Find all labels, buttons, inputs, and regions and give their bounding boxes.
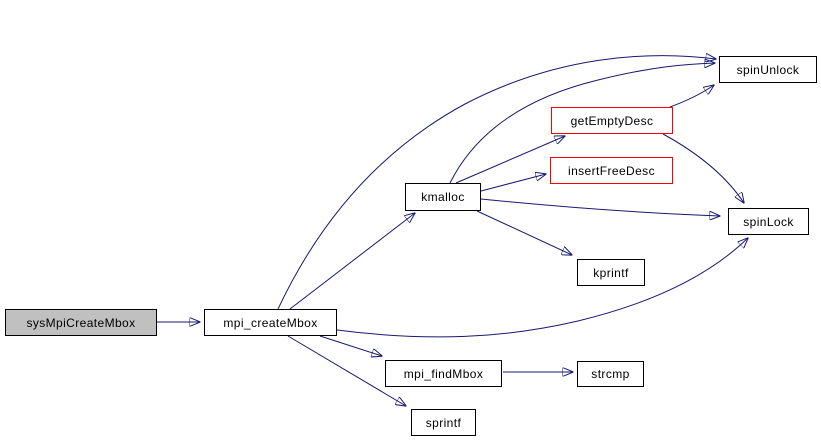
edge-mpi_createMbox-to-spinLock [336,238,748,338]
edge-getEmptyDesc-to-spinLock [662,133,744,203]
node-insertFreeDesc[interactable]: insertFreeDesc [550,157,673,184]
edge-kmalloc-to-kprintf [476,210,572,255]
edge-kmalloc-to-spinLock [480,198,720,216]
node-mpi_findMbox[interactable]: mpi_findMbox [385,360,502,387]
node-spinUnlock[interactable]: spinUnlock [719,56,817,83]
node-sysMpiCreateMbox: sysMpiCreateMbox [5,309,157,336]
node-spinLock[interactable]: spinLock [728,208,809,235]
edge-mpi_createMbox-to-kmalloc [289,213,415,310]
node-strcmp[interactable]: strcmp [577,361,644,387]
edge-kmalloc-to-getEmptyDesc [455,136,565,184]
node-kmalloc[interactable]: kmalloc [405,183,481,211]
edge-kmalloc-to-insertFreeDesc [480,174,546,192]
edge-kmalloc-to-spinUnlock [449,63,715,184]
node-mpi_createMbox[interactable]: mpi_createMbox [204,309,337,336]
edge-mpi_createMbox-to-spinUnlock [277,56,716,310]
node-kprintf[interactable]: kprintf [577,259,645,286]
edge-mpi_createMbox-to-sprintf [287,335,406,406]
node-getEmptyDesc[interactable]: getEmptyDesc [551,107,673,134]
edge-mpi_createMbox-to-mpi_findMbox [319,335,382,356]
edge-getEmptyDesc-to-spinUnlock [669,85,714,108]
node-sprintf[interactable]: sprintf [411,409,476,436]
